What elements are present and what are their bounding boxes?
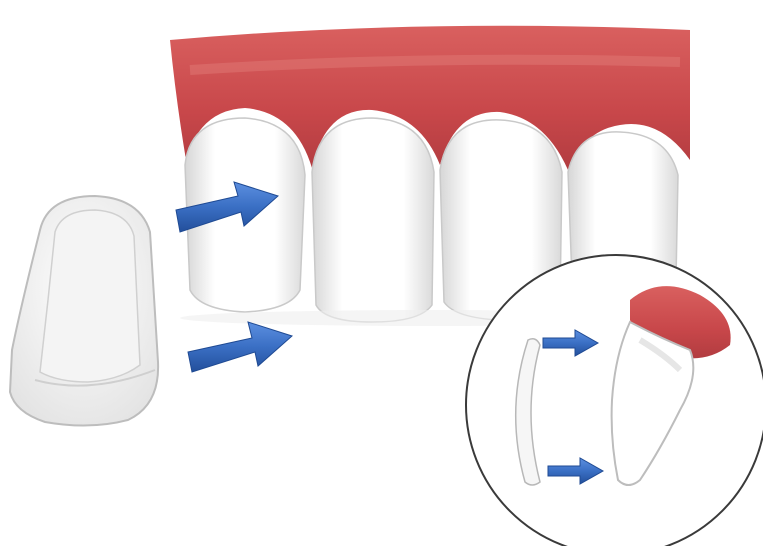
veneer-shell-icon	[10, 196, 158, 426]
right-arrow-icon	[188, 322, 292, 372]
tooth	[312, 118, 434, 322]
detail-circle	[466, 255, 763, 546]
